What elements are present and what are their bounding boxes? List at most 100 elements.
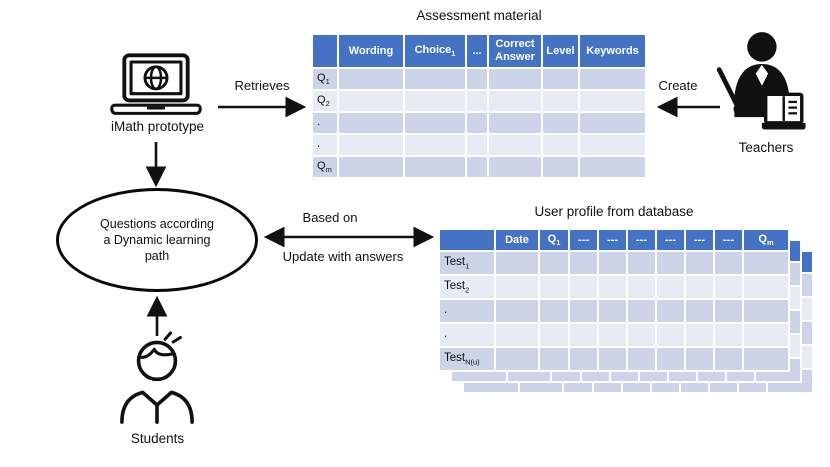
table-row: . (313, 113, 645, 133)
empty-cell (628, 324, 655, 346)
empty-cell (580, 69, 645, 89)
empty-cell (467, 113, 487, 133)
empty-cell (715, 276, 742, 298)
empty-cell (599, 252, 626, 274)
empty-cell (657, 300, 684, 322)
empty-cell (580, 157, 645, 177)
empty-cell (540, 300, 568, 322)
dynamic-learning-path-node: Questions according a Dynamic learning p… (56, 188, 258, 292)
empty-cell (405, 91, 465, 111)
empty-cell (686, 300, 713, 322)
empty-cell (405, 135, 465, 155)
row-label: Test1 (440, 252, 494, 274)
empty-cell (628, 276, 655, 298)
table-row: Q2 (313, 91, 645, 111)
empty-cell (489, 135, 541, 155)
empty-cell (540, 348, 568, 370)
empty-cell (570, 276, 597, 298)
empty-cell (580, 113, 645, 133)
table-row: Q1 (313, 69, 645, 89)
header-cell: --- (628, 230, 655, 250)
empty-cell (657, 252, 684, 274)
empty-cell (570, 300, 597, 322)
header-cell: ... (467, 35, 487, 67)
empty-cell (496, 252, 538, 274)
student-icon (112, 330, 202, 426)
students-label: Students (130, 431, 185, 446)
header-cell: Qm (744, 230, 788, 250)
empty-cell (715, 252, 742, 274)
empty-cell (496, 300, 538, 322)
teachers-label: Teachers (738, 140, 794, 155)
empty-cell (715, 324, 742, 346)
row-label: Q2 (313, 91, 337, 111)
empty-cell (543, 91, 578, 111)
empty-cell (405, 157, 465, 177)
empty-cell (657, 348, 684, 370)
empty-cell (489, 113, 541, 133)
empty-cell (744, 252, 788, 274)
empty-cell (405, 113, 465, 133)
header-cell: --- (599, 230, 626, 250)
empty-cell (715, 300, 742, 322)
empty-cell (744, 300, 788, 322)
empty-cell (339, 69, 403, 89)
user-profile-table: Date Q1 --- --- --- --- --- --- Qm Test1… (438, 228, 790, 372)
empty-cell (570, 324, 597, 346)
header-cell: --- (686, 230, 713, 250)
empty-cell (405, 69, 465, 89)
empty-cell (570, 348, 597, 370)
header-cell: Choice1 (405, 35, 465, 67)
table-row: TestN(u) (440, 348, 788, 370)
empty-cell (543, 135, 578, 155)
empty-cell (686, 252, 713, 274)
row-label: . (313, 113, 337, 133)
empty-cell (540, 276, 568, 298)
user-header-row: Date Q1 --- --- --- --- --- --- Qm (440, 230, 788, 250)
header-cell: Wording (339, 35, 403, 67)
table-row: Test2 (440, 276, 788, 298)
laptop-globe-icon (108, 52, 204, 120)
empty-cell (543, 69, 578, 89)
empty-cell (599, 276, 626, 298)
table-row: Qm (313, 157, 645, 177)
assessment-table-title: Assessment material (416, 8, 542, 23)
empty-cell (339, 113, 403, 133)
header-cell (313, 35, 337, 67)
empty-cell (467, 91, 487, 111)
empty-cell (628, 300, 655, 322)
empty-cell (543, 113, 578, 133)
empty-cell (686, 276, 713, 298)
teacher-icon (712, 26, 808, 138)
empty-cell (339, 157, 403, 177)
empty-cell (467, 69, 487, 89)
assessment-table: Wording Choice1 ... Correct Answer Level… (311, 33, 647, 179)
empty-cell (543, 157, 578, 177)
empty-cell (339, 135, 403, 155)
empty-cell (496, 276, 538, 298)
update-with-answers-label: Update with answers (282, 249, 404, 264)
empty-cell (599, 300, 626, 322)
empty-cell (628, 348, 655, 370)
empty-cell (599, 348, 626, 370)
empty-cell (744, 276, 788, 298)
table-row: . (440, 300, 788, 322)
header-cell (440, 230, 494, 250)
row-label: Test2 (440, 276, 494, 298)
empty-cell (657, 324, 684, 346)
row-label: . (313, 135, 337, 155)
assessment-header-row: Wording Choice1 ... Correct Answer Level… (313, 35, 645, 67)
header-cell: Level (543, 35, 578, 67)
table-row: Test1 (440, 252, 788, 274)
header-cell: Q1 (540, 230, 568, 250)
empty-cell (496, 348, 538, 370)
empty-cell (744, 348, 788, 370)
header-cell: --- (570, 230, 597, 250)
empty-cell (599, 324, 626, 346)
header-cell: --- (657, 230, 684, 250)
empty-cell (686, 348, 713, 370)
table-row: . (313, 135, 645, 155)
user-profile-title: User profile from database (534, 204, 694, 219)
empty-cell (489, 91, 541, 111)
